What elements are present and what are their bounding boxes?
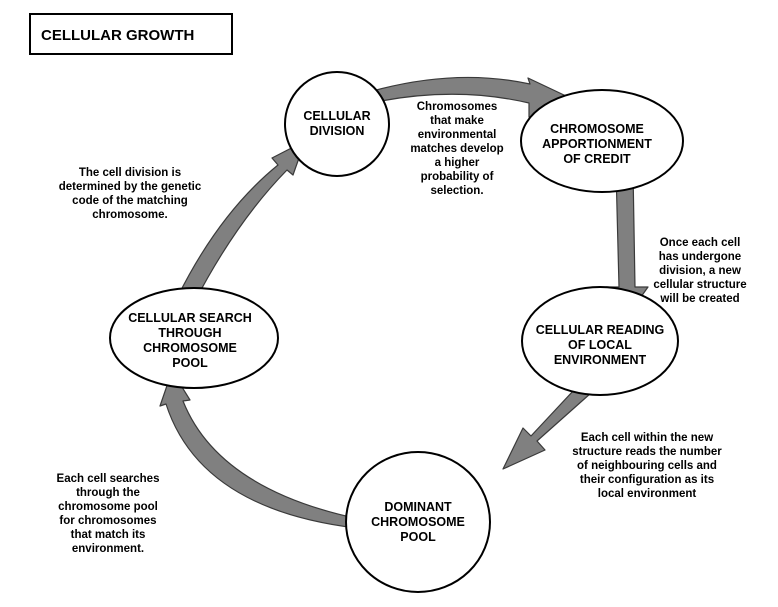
note-environmental-matches-line-2: that make — [430, 115, 484, 127]
note-reads-neighbours-line-1: Each cell within the new — [581, 432, 713, 444]
node-cellular-division-label-1: CELLULAR — [303, 109, 370, 123]
node-cellular-search: CELLULAR SEARCH THROUGH CHROMOSOME POOL — [109, 287, 279, 389]
title-box: CELLULAR GROWTH — [29, 13, 233, 55]
title-frame — [29, 13, 233, 55]
note-genetic-code-line-4: chromosome. — [92, 209, 167, 221]
note-searches-pool-line-5: that match its — [71, 529, 146, 541]
note-environmental-matches-line-7: selection. — [430, 185, 483, 197]
note-genetic-code: The cell division is determined by the g… — [59, 167, 202, 221]
note-searches-pool-line-3: chromosome pool — [58, 501, 158, 513]
note-new-structure-line-4: cellular structure — [653, 279, 746, 291]
node-cellular-reading-label-1: CELLULAR READING — [536, 323, 664, 337]
node-cellular-division-shape — [284, 71, 390, 177]
node-cellular-search-label-3: CHROMOSOME — [143, 341, 237, 355]
note-environmental-matches-line-6: probability of — [421, 171, 494, 183]
note-reads-neighbours-line-3: of neighbouring cells and — [577, 460, 717, 472]
note-environmental-matches: Chromosomes that make environmental matc… — [410, 101, 503, 197]
note-searches-pool-line-1: Each cell searches — [57, 473, 160, 485]
note-genetic-code-line-2: determined by the genetic — [59, 181, 202, 193]
node-cellular-reading-shape — [521, 286, 679, 396]
note-environmental-matches-line-3: environmental — [418, 129, 497, 141]
node-dominant-pool-shape — [345, 451, 491, 593]
note-genetic-code-line-1: The cell division is — [79, 167, 181, 179]
note-new-structure: Once each cell has undergone division, a… — [653, 237, 746, 305]
arrow-search-to-division — [177, 140, 306, 304]
node-dominant-pool-label-1: DOMINANT — [384, 500, 452, 514]
node-chromosome-apportionment-label-2: APPORTIONMENT — [542, 137, 652, 151]
note-new-structure-line-3: division, a new — [659, 265, 741, 277]
note-genetic-code-line-3: code of the matching — [72, 195, 188, 207]
node-chromosome-apportionment-label-1: CHROMOSOME — [550, 122, 644, 136]
node-chromosome-apportionment-label-3: OF CREDIT — [563, 152, 631, 166]
note-environmental-matches-line-4: matches develop — [410, 143, 503, 155]
note-searches-pool-line-2: through the — [76, 487, 140, 499]
note-searches-pool: Each cell searches through the chromosom… — [57, 473, 160, 555]
annotation-notes: Chromosomes that make environmental matc… — [57, 101, 747, 555]
node-dominant-pool-label-2: CHROMOSOME — [371, 515, 465, 529]
note-environmental-matches-line-1: Chromosomes — [417, 101, 498, 113]
note-reads-neighbours: Each cell within the new structure reads… — [572, 432, 722, 500]
diagram-title: CELLULAR GROWTH — [41, 27, 194, 44]
arrow-pool-to-search — [159, 370, 360, 538]
node-cellular-reading-label-2: OF LOCAL — [568, 338, 632, 352]
note-searches-pool-line-6: environment. — [72, 543, 144, 555]
note-new-structure-line-2: has undergone — [659, 251, 741, 263]
note-reads-neighbours-line-4: their configuration as its — [580, 474, 714, 486]
note-reads-neighbours-line-2: structure reads the number — [572, 446, 722, 458]
node-cellular-search-label-2: THROUGH — [158, 326, 221, 340]
note-environmental-matches-line-5: a higher — [435, 157, 480, 169]
note-new-structure-line-1: Once each cell — [660, 237, 741, 249]
note-new-structure-line-5: will be created — [659, 293, 739, 305]
node-cellular-division-label-2: DIVISION — [310, 124, 365, 138]
node-cellular-reading: CELLULAR READING OF LOCAL ENVIRONMENT — [521, 286, 679, 396]
cycle-nodes: CELLULAR DIVISION CHROMOSOME APPORTIONME… — [109, 71, 684, 593]
node-dominant-pool-label-3: POOL — [400, 530, 436, 544]
node-chromosome-apportionment: CHROMOSOME APPORTIONMENT OF CREDIT — [520, 89, 684, 193]
note-reads-neighbours-line-5: local environment — [598, 488, 697, 500]
note-searches-pool-line-4: for chromosomes — [59, 515, 156, 527]
node-cellular-reading-label-3: ENVIRONMENT — [554, 353, 647, 367]
node-cellular-division: CELLULAR DIVISION — [284, 71, 390, 177]
node-dominant-pool: DOMINANT CHROMOSOME POOL — [345, 451, 491, 593]
node-cellular-search-label-4: POOL — [172, 356, 208, 370]
node-chromosome-apportionment-shape — [520, 89, 684, 193]
node-cellular-search-label-1: CELLULAR SEARCH — [128, 311, 252, 325]
node-cellular-search-shape — [109, 287, 279, 389]
